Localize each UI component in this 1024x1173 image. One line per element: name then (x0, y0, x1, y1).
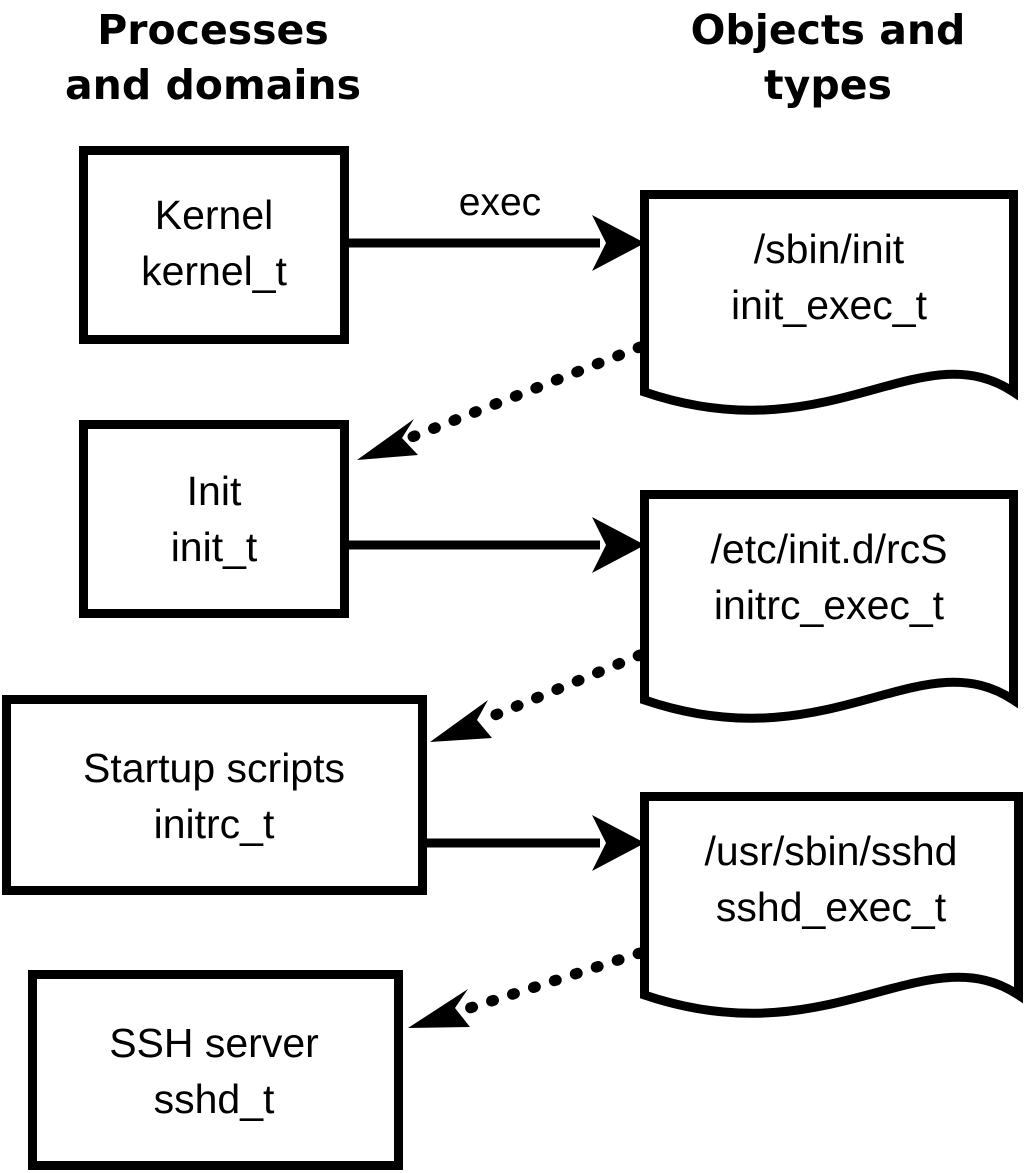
node-init-box[interactable] (79, 420, 349, 618)
node-kernel-box[interactable] (79, 146, 349, 344)
node-startup-scripts-line2: initrc_t (154, 801, 275, 847)
column-header-objects: Objects and types (691, 6, 966, 109)
edge-kernel-exec-sbin-init: exec (348, 181, 645, 271)
node-init-line1: Init (187, 468, 242, 514)
node-init-line2: init_t (171, 524, 258, 570)
node-ssh-server-line1: SSH server (109, 1020, 319, 1066)
edge-line-sbin-init-transition (406, 341, 646, 443)
arrow-head-initrc-exec-sshd (592, 815, 645, 871)
node-ssh-server-line2: sshd_t (154, 1076, 275, 1122)
edge-sshd-transition-ssh-server (408, 947, 646, 1028)
node-kernel-line2: kernel_t (141, 248, 287, 294)
arrow-head-sshd-transition (408, 989, 470, 1028)
arrow-head-rcs-transition (430, 700, 492, 742)
column-header-processes-line1: Processes (97, 6, 329, 54)
edge-line-rcs-transition (482, 649, 646, 724)
arrow-head-kernel-exec (592, 215, 645, 271)
node-kernel-line1: Kernel (155, 192, 274, 238)
node-sbin-init-document-shape[interactable] (640, 190, 1018, 415)
arrow-head-sbin-init-transition (357, 419, 418, 460)
node-startup-scripts-line1: Startup scripts (83, 745, 345, 791)
node-kernel[interactable]: Kernel kernel_t (79, 146, 349, 344)
node-etc-initd-rcs[interactable]: /etc/init.d/rcS initrc_exec_t (640, 490, 1018, 723)
node-etc-initd-rcs-document-shape[interactable] (640, 490, 1018, 723)
node-ssh-server-box[interactable] (28, 970, 403, 1170)
node-etc-initd-rcs-line1: /etc/init.d/rcS (711, 526, 948, 572)
node-init[interactable]: Init init_t (79, 420, 349, 618)
node-sbin-init[interactable]: /sbin/init init_exec_t (640, 190, 1018, 415)
node-ssh-server[interactable]: SSH server sshd_t (28, 970, 403, 1170)
edge-init-exec-rcs (348, 517, 645, 573)
node-usr-sbin-sshd[interactable]: /usr/sbin/sshd sshd_exec_t (640, 792, 1023, 1018)
node-etc-initd-rcs-line2: initrc_exec_t (714, 582, 945, 628)
edge-line-sshd-transition (464, 947, 646, 1014)
node-startup-scripts-box[interactable] (2, 695, 427, 895)
edge-rcs-transition-initrc (430, 649, 646, 742)
node-sbin-init-line1: /sbin/init (754, 226, 905, 272)
column-header-processes-line2: and domains (65, 61, 361, 109)
node-startup-scripts[interactable]: Startup scripts initrc_t (2, 695, 427, 895)
node-usr-sbin-sshd-line2: sshd_exec_t (716, 884, 947, 930)
column-header-processes: Processes and domains (65, 6, 361, 109)
column-header-objects-line2: types (764, 61, 892, 109)
edge-sbin-init-transition-init (357, 341, 646, 460)
arrow-head-init-exec-rcs (592, 517, 645, 573)
edge-initrc-exec-sshd (427, 815, 645, 871)
edge-label-exec: exec (459, 181, 541, 224)
node-usr-sbin-sshd-document-shape[interactable] (640, 792, 1023, 1018)
node-usr-sbin-sshd-line1: /usr/sbin/sshd (705, 828, 958, 874)
node-sbin-init-line2: init_exec_t (731, 282, 928, 328)
column-header-objects-line1: Objects and (691, 6, 966, 54)
